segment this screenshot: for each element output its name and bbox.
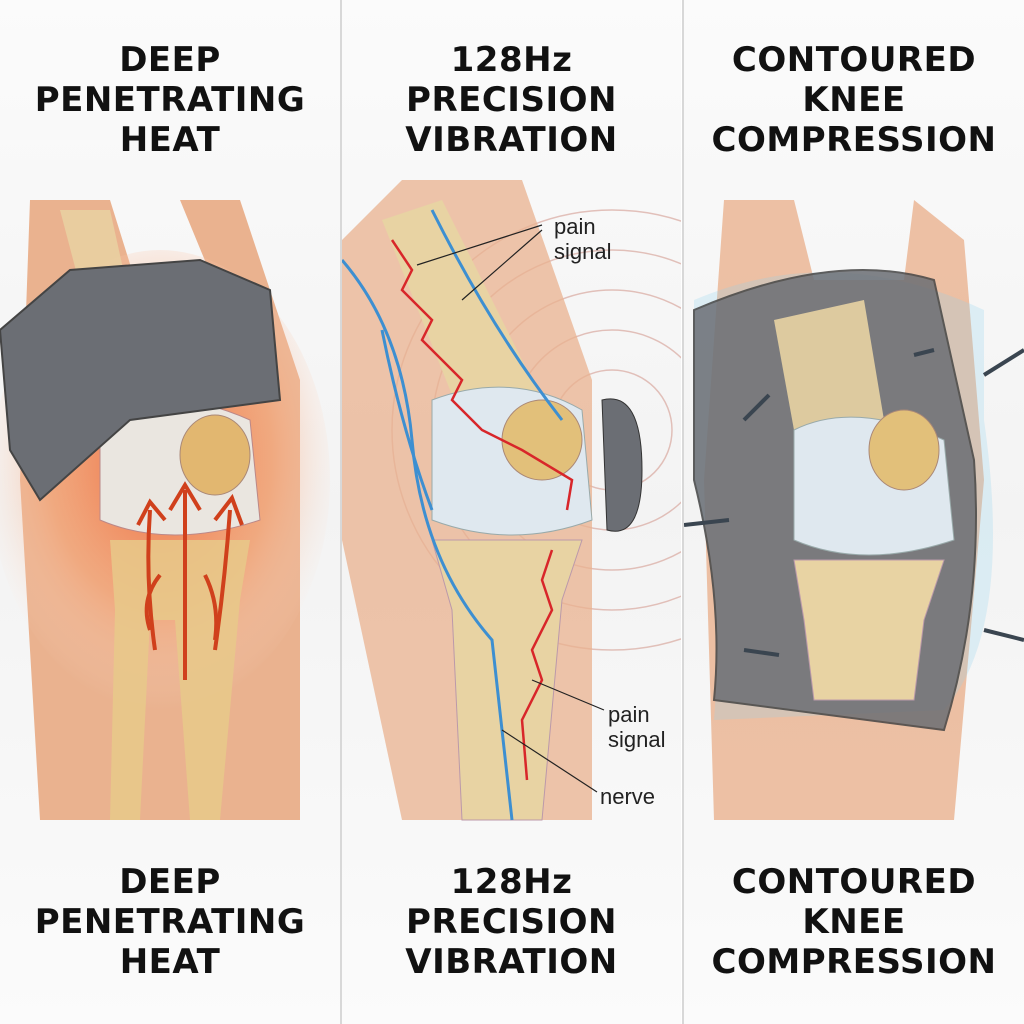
heat-wrap xyxy=(0,258,282,502)
title-line: KNEE xyxy=(802,80,906,120)
panel-deep-heat: DEEP PENETRATING HEAT DEEP PENETRATING xyxy=(0,0,340,1024)
vibration-device xyxy=(601,398,643,532)
title-line: HEAT xyxy=(119,942,221,982)
title-line: VIBRATION xyxy=(405,942,618,982)
compression-knee-illustration xyxy=(684,200,1024,820)
label-line: pain xyxy=(554,214,596,239)
heat-arrows-icon xyxy=(136,481,244,680)
pain-signal-label-top: pain signal xyxy=(554,214,611,264)
pain-signal-label-bottom: pain signal xyxy=(608,702,665,752)
title-line: PRECISION xyxy=(406,902,617,942)
label-line: pain xyxy=(608,702,650,727)
heat-knee-illustration xyxy=(0,200,330,820)
heat-title-top: DEEP PENETRATING HEAT xyxy=(0,40,340,160)
panel-compression: CONTOURED KNEE COMPRESSION CONTOURED KNE… xyxy=(684,0,1024,1024)
title-line: 128Hz xyxy=(450,862,573,902)
heat-title-bottom: DEEP PENETRATING HEAT xyxy=(0,862,340,982)
title-line: CONTOURED xyxy=(731,862,977,902)
title-line: PRECISION xyxy=(406,80,617,120)
panel-vibration: 128Hz PRECISION VIBRATION pain signal xyxy=(342,0,681,1024)
label-line: signal xyxy=(554,239,612,264)
title-line: DEEP xyxy=(119,40,221,80)
title-line: 128Hz xyxy=(450,40,573,80)
label-line: signal xyxy=(608,727,666,752)
vibration-title-top: 128Hz PRECISION VIBRATION xyxy=(342,40,681,160)
compression-title-bottom: CONTOURED KNEE COMPRESSION xyxy=(684,862,1024,982)
title-line: COMPRESSION xyxy=(711,120,997,160)
title-line: CONTOURED xyxy=(731,40,977,80)
nerve-label: nerve xyxy=(600,784,656,809)
title-line: DEEP xyxy=(119,862,221,902)
panel-divider xyxy=(340,0,342,1024)
pain-signal-lines xyxy=(390,239,574,781)
title-line: PENETRATING xyxy=(34,902,306,942)
vibration-knee-illustration xyxy=(342,180,681,821)
title-line: KNEE xyxy=(802,902,906,942)
title-line: PENETRATING xyxy=(34,80,306,120)
title-line: VIBRATION xyxy=(405,120,618,160)
vibration-title-bottom: 128Hz PRECISION VIBRATION xyxy=(342,862,681,982)
compression-arrows-icon xyxy=(684,348,1024,657)
nerve-lines xyxy=(342,209,564,821)
compression-title-top: CONTOURED KNEE COMPRESSION xyxy=(684,40,1024,160)
title-line: COMPRESSION xyxy=(711,942,997,982)
title-line: HEAT xyxy=(119,120,221,160)
panel-divider xyxy=(682,0,684,1024)
